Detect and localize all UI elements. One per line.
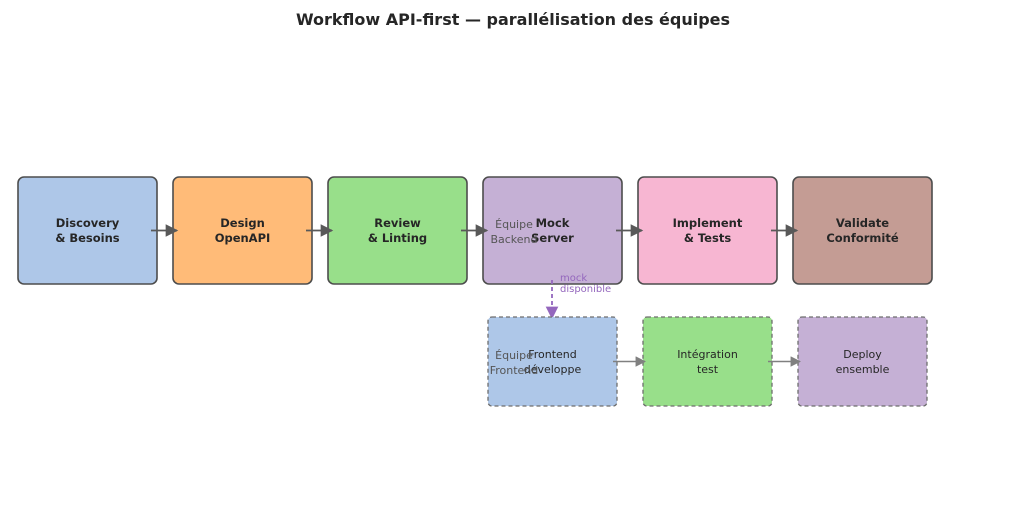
step-label-implement-line1: Implement — [673, 216, 743, 230]
mock-availability-connector: mock disponible — [545, 273, 611, 320]
frontend-step-label-frontend-line1: Frontend — [528, 348, 577, 361]
lane-backend-line2: Backend — [490, 233, 537, 246]
frontend-step-label-integration-line1: Intégration — [677, 348, 738, 361]
frontend-flow-row: FrontenddéveloppeIntégrationtestDeployen… — [487, 316, 928, 407]
lane-frontend-line1: Équipe — [495, 349, 533, 362]
step-label-implement-line2: & Tests — [684, 231, 731, 245]
step-label-discovery-line2: & Besoins — [55, 231, 119, 245]
frontend-step-box-deploy — [797, 316, 928, 407]
mock-note-line2: disponible — [560, 284, 611, 295]
step-label-design-line1: Design — [220, 216, 265, 230]
step-label-design-line2: OpenAPI — [215, 231, 271, 245]
step-label-validate-line2: Conformité — [826, 231, 899, 245]
frontend-step-label-deploy-line2: ensemble — [836, 363, 890, 376]
lane-backend-line1: Équipe — [495, 218, 533, 231]
step-implement: Implement& Tests — [637, 176, 778, 285]
lane-label-frontend: Équipe Frontend — [490, 349, 539, 377]
step-review: Review& Linting — [327, 176, 468, 285]
frontend-step-box-frontend — [487, 316, 618, 407]
step-label-mock-line1: Mock — [536, 216, 570, 230]
step-label-mock-line2: Server — [531, 231, 574, 245]
step-discovery: Discovery& Besoins — [17, 176, 158, 285]
frontend-step-label-frontend-line2: développe — [524, 363, 582, 376]
lane-label-backend: Équipe Backend — [490, 218, 537, 246]
frontend-step-integration: Intégration test — [642, 316, 773, 407]
lane-frontend-line2: Frontend — [490, 364, 539, 377]
frontend-step-box-integration — [642, 316, 773, 407]
step-label-review-line1: Review — [374, 216, 421, 230]
step-label-review-line2: & Linting — [368, 231, 427, 245]
step-label-discovery-line1: Discovery — [56, 216, 120, 230]
frontend-step-label-integration-line2: test — [697, 363, 719, 376]
frontend-step-deploy: Deploy ensemble — [797, 316, 928, 407]
diagram-title: Workflow API-first — parallélisation des… — [296, 10, 730, 29]
step-label-validate-line1: Validate — [836, 216, 889, 230]
frontend-step-label-deploy-line1: Deploy — [843, 348, 882, 361]
mock-note-line1: mock — [560, 273, 587, 284]
